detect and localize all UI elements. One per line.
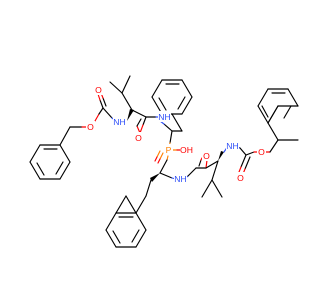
benzyl-ring-upper — [29, 144, 71, 180]
atom-label-o-ester-lower: O — [258, 147, 265, 157]
phenyl-ring-upper — [151, 79, 193, 115]
atom-labels: O O NH NH O P OH NH O NH O O — [86, 84, 266, 184]
phosphinic-center — [154, 149, 183, 174]
atom-label-hydroxyl: OH — [180, 145, 193, 155]
atom-label-nh-lower-left: NH — [174, 174, 186, 184]
atom-label-o-amide-upper: O — [135, 133, 142, 143]
phenyl-ring-lower — [105, 195, 147, 248]
benzyl-ring-lower — [257, 88, 299, 141]
atom-label-phosphorus: P — [166, 145, 172, 155]
atom-label-nh-upper-left: NH — [113, 117, 125, 127]
ch-ch2-lower — [145, 172, 177, 197]
valine-lower — [183, 145, 229, 198]
atom-label-o-ester-upper: O — [87, 122, 94, 132]
atom-label-o-carbonyl-lower: O — [237, 173, 244, 183]
chemical-structure: O O NH NH O P OH NH O NH O O — [29, 75, 299, 248]
atom-label-o-amide-lower: O — [203, 151, 210, 161]
ch2-ch-upper — [159, 113, 183, 147]
atom-label-o-carbonyl-upper: O — [95, 85, 102, 95]
atom-label-nh-upper-right: NH — [158, 112, 170, 122]
cbz-carbamate-lower — [235, 139, 279, 175]
cbz-carbamate-upper — [59, 92, 117, 146]
atom-label-nh-lower-right: NH — [226, 141, 238, 151]
valine-upper — [109, 75, 161, 134]
